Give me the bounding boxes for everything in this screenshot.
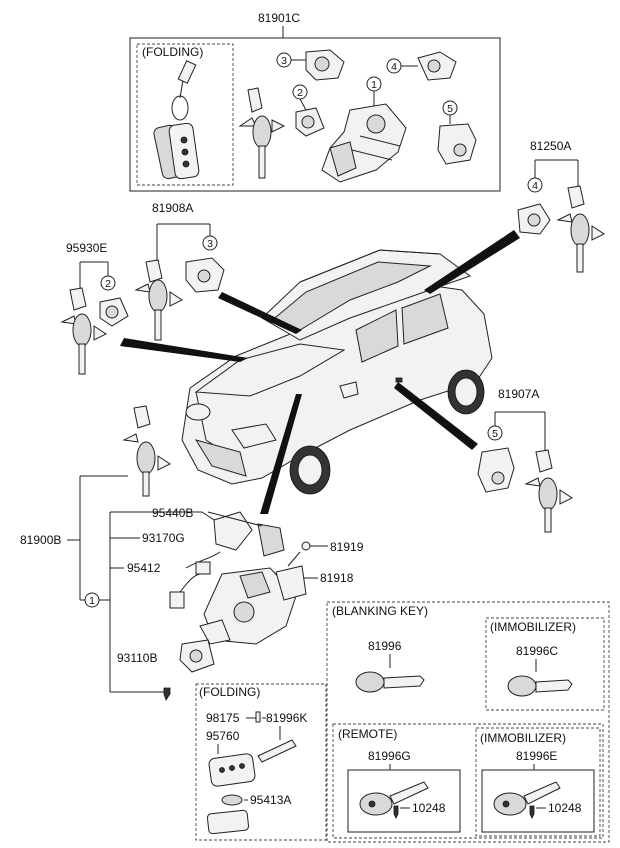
blanking-key-box <box>326 601 610 843</box>
key-left-main <box>122 405 171 497</box>
key-mid-left <box>134 259 183 341</box>
part-1-ignition-assembly-main <box>199 567 297 645</box>
label-81996G: 81996G <box>368 749 411 763</box>
label-93170G: 93170G <box>142 531 185 545</box>
label-81250A: 81250A <box>530 139 571 153</box>
label-81996K: 81996K <box>266 711 307 725</box>
label-81996E: 81996E <box>516 749 557 763</box>
part-2-cylinder-left <box>99 297 129 327</box>
part-81919-bolt <box>287 541 328 567</box>
label-95440B: 95440B <box>152 506 193 520</box>
remote-box <box>332 723 604 839</box>
part-81918-switch <box>275 565 318 601</box>
key-right-mid <box>524 449 573 533</box>
svg-text:3: 3 <box>281 55 287 67</box>
label-remote: (REMOTE) <box>338 727 397 741</box>
callout-2-left <box>100 275 116 291</box>
car-illustration <box>181 249 493 495</box>
label-95930E: 95930E <box>66 241 107 255</box>
remote-key-box <box>347 769 461 833</box>
folding-key-fob-top <box>153 60 200 180</box>
part-95413A-battery <box>221 794 248 806</box>
label-immobilizer-bottom: (IMMOBILIZER) <box>480 731 566 745</box>
svg-text:5: 5 <box>492 428 498 440</box>
pointer-right-to-car <box>424 230 520 294</box>
part-95412-wire <box>169 551 221 609</box>
part-81996K-blade <box>257 739 297 763</box>
label-10248-remote: 10248 <box>412 801 446 815</box>
label-81996: 81996 <box>368 639 402 653</box>
svg-text:2: 2 <box>105 278 111 290</box>
svg-text:3: 3 <box>207 238 213 250</box>
pointer-left-to-car <box>120 338 248 362</box>
label-blanking-key: (BLANKING KEY) <box>332 604 428 618</box>
label-98175: 98175 <box>206 711 240 725</box>
key-right-top <box>556 185 605 273</box>
kit-box-81901C <box>129 37 501 192</box>
label-81901C: 81901C <box>258 11 300 25</box>
svg-text:4: 4 <box>391 61 397 73</box>
svg-text:5: 5 <box>447 103 453 115</box>
part-5-cylinder-top <box>437 123 477 165</box>
immobilizer-key-81996C <box>507 675 573 697</box>
part-3-cylinder-mid <box>185 257 225 293</box>
part-3-lock-cylinder-top <box>305 49 345 81</box>
label-81900B: 81900B <box>20 533 61 547</box>
callout-4-right <box>527 177 543 193</box>
svg-text:2: 2 <box>297 87 303 99</box>
part-95440B-ring <box>201 511 285 557</box>
folding-box-bottom <box>195 683 327 841</box>
label-81918: 81918 <box>320 571 354 585</box>
remote-key-81996G <box>359 781 429 819</box>
callout-5-right <box>487 425 503 441</box>
label-95413A: 95413A <box>250 793 291 807</box>
pointer-ignition-to-car <box>260 394 302 514</box>
svg-text:1: 1 <box>371 79 377 91</box>
part-95760-remote-bottom <box>208 753 256 787</box>
part-remote-case-bottom <box>206 809 250 835</box>
part-93110B-switch <box>179 639 215 673</box>
pointer-mid-to-car <box>218 292 302 334</box>
label-81996C: 81996C <box>516 644 558 658</box>
label-81908A: 81908A <box>152 201 193 215</box>
label-93110B: 93110B <box>117 651 157 665</box>
immobilizer-box-bottom <box>475 727 601 837</box>
svg-text:4: 4 <box>532 180 538 192</box>
label-95760: 95760 <box>206 729 240 743</box>
immobilizer-key-box <box>481 769 595 833</box>
pointer-door-to-lock <box>394 382 478 450</box>
part-1-ignition-assembly-top <box>321 103 407 183</box>
key-top-kit <box>238 87 286 179</box>
label-81919: 81919 <box>330 540 364 554</box>
part-4-cylinder-top <box>417 51 457 81</box>
key-far-left <box>60 287 107 375</box>
svg-text:1: 1 <box>89 595 95 607</box>
screw-bottom <box>163 687 171 701</box>
label-95412: 95412 <box>127 561 161 575</box>
part-5-cylinder-right <box>477 447 515 493</box>
immobilizer-key-81996E <box>493 781 561 819</box>
folding-box-top <box>136 43 234 186</box>
label-10248-immobilizer: 10248 <box>548 801 582 815</box>
label-folding-bottom: (FOLDING) <box>199 685 260 699</box>
label-folding-top: (FOLDING) <box>142 45 203 59</box>
part-4-cylinder-right <box>517 203 551 235</box>
callout-3-mid <box>202 235 218 251</box>
part-2-cylinder-top <box>295 107 325 137</box>
label-81907A: 81907A <box>498 387 539 401</box>
label-immobilizer-top: (IMMOBILIZER) <box>490 620 576 634</box>
blanking-key-81996 <box>355 671 425 693</box>
